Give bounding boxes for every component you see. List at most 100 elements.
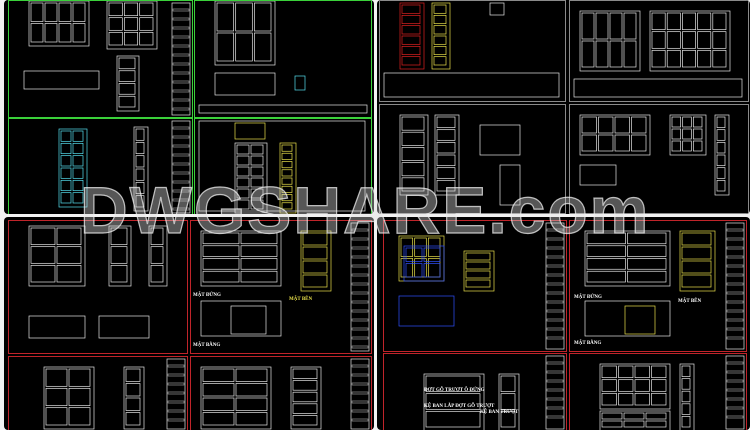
cabinet-panel — [651, 49, 666, 68]
title-block-row — [726, 327, 744, 331]
cabinet-panel — [123, 31, 139, 46]
drawing-sheet-wardrobe-bottom[interactable] — [8, 356, 188, 430]
cabinet-panel — [202, 232, 240, 245]
title-block-row — [172, 180, 190, 184]
title-block — [725, 222, 745, 350]
cabinet-panel — [110, 227, 128, 246]
cabinet-panel — [292, 368, 318, 379]
cad-drawing — [399, 114, 521, 206]
title-block-row — [726, 379, 744, 383]
drawing-sheet-kitchen[interactable] — [383, 220, 567, 352]
drawing-sheet-display-cabinet[interactable] — [8, 220, 188, 354]
cabinet-panel — [425, 410, 481, 428]
cad-shape — [579, 164, 617, 186]
sheet-group-top-left — [4, 0, 374, 214]
drawing-sheet-shelf-unit[interactable] — [194, 118, 372, 214]
drawing-sheet-tall-cabinet[interactable] — [379, 104, 566, 214]
cad-drawing — [28, 225, 168, 339]
cabinet-outline — [214, 1, 276, 66]
cabinet-panel — [240, 258, 278, 270]
cabinet-outline — [300, 230, 332, 292]
cabinet-panel — [681, 403, 691, 415]
title-block-row — [726, 318, 744, 322]
cad-drawing — [579, 114, 730, 196]
drawing-sheet-wardrobe-sliding[interactable] — [569, 104, 749, 214]
cad-shape — [479, 124, 521, 156]
cabinet-panel — [401, 25, 421, 35]
cabinet-panel — [586, 232, 626, 245]
cabinet-panel — [108, 17, 123, 31]
title-block-row — [726, 370, 744, 374]
title-block-row — [351, 327, 369, 331]
cabinet-outline — [399, 2, 425, 70]
title-block-row — [546, 388, 564, 392]
cabinet-panel — [427, 237, 441, 257]
cabinet-panel — [716, 167, 726, 179]
cabinet-panel — [595, 40, 609, 68]
cabinet-outline — [599, 410, 671, 430]
drawing-sheet-wardrobe-front[interactable] — [194, 0, 372, 118]
cabinet-panel — [682, 31, 696, 49]
title-block-row — [546, 361, 564, 365]
cad-shape — [198, 120, 366, 212]
title-block-row — [351, 418, 369, 422]
cabinet-panel — [401, 147, 425, 161]
drawing-sheet-glass-wardrobe[interactable] — [569, 353, 747, 430]
cabinet-outline — [579, 10, 641, 72]
cabinet-panel — [281, 194, 293, 202]
cabinet-panel — [125, 412, 141, 426]
cabinet-panel — [125, 383, 141, 397]
cabinet-panel — [60, 179, 72, 192]
cabinet-panel — [281, 161, 293, 169]
cabinet-panel — [682, 49, 696, 68]
cabinet-panel — [68, 407, 91, 426]
cabinet-panel — [235, 368, 268, 382]
cabinet-panel — [401, 45, 421, 56]
cabinet-outline — [679, 363, 695, 430]
cabinet-panel — [423, 247, 441, 262]
title-block-row — [726, 246, 744, 250]
drawing-sheet-drawer-cabinet[interactable] — [379, 0, 566, 102]
title-block-row — [172, 8, 190, 12]
cabinet-outline — [679, 230, 716, 292]
cabinet-panel — [44, 2, 58, 22]
cabinet-panel — [712, 49, 727, 68]
drawing-sheet-sliding-shelf[interactable]: ĐỢT GỖ TRƯỢT Ô ĐỨNG KỆ BAN LẮP ĐỢT GỖ TR… — [383, 353, 567, 430]
cabinet-panel — [235, 397, 268, 411]
cabinet-panel — [401, 14, 421, 25]
cabinet-panel — [240, 232, 278, 245]
cabinet-panel — [601, 392, 617, 406]
cad-shape — [234, 122, 266, 140]
cabinet-outline — [649, 10, 731, 72]
cabinet-outline — [116, 55, 140, 112]
title-block-row — [546, 291, 564, 295]
drawing-sheet-sideboard[interactable] — [569, 0, 749, 102]
title-block-row — [351, 336, 369, 340]
cabinet-panel — [135, 168, 145, 181]
cabinet-panel — [436, 129, 456, 141]
cabinet-panel — [500, 375, 516, 393]
cabinet-outline — [290, 366, 322, 430]
cabinet-outline — [714, 114, 730, 196]
title-block-row — [546, 228, 564, 232]
cabinet-panel — [697, 12, 712, 31]
cabinet-outline — [28, 1, 90, 47]
cabinet-panel — [72, 142, 84, 155]
cabinet-panel — [118, 95, 136, 108]
drawing-sheet-wardrobe-elevation[interactable] — [8, 0, 193, 118]
title-block-row — [546, 309, 564, 313]
cabinet-panel — [45, 387, 68, 407]
drawing-sheet-glass-cabinet[interactable] — [8, 118, 193, 214]
title-block-row — [172, 207, 190, 211]
cabinet-panel — [30, 227, 56, 246]
drawing-sheet-dresser-2[interactable]: MẶT ĐỨNG MẶT BÊN MẶT BẰNG — [569, 220, 747, 352]
cabinet-outline — [108, 225, 132, 287]
cabinet-panel — [716, 179, 726, 192]
cabinet-panel — [465, 261, 491, 270]
title-block-row — [167, 382, 185, 386]
title-block-row — [351, 309, 369, 313]
drawing-sheet-shelving[interactable] — [190, 356, 372, 430]
drawing-sheet-dresser[interactable]: MẶT ĐỨNG MẶT BÊN MẶT BẰNG — [190, 220, 372, 354]
title-block-row — [546, 397, 564, 401]
cabinet-panel — [618, 365, 634, 379]
